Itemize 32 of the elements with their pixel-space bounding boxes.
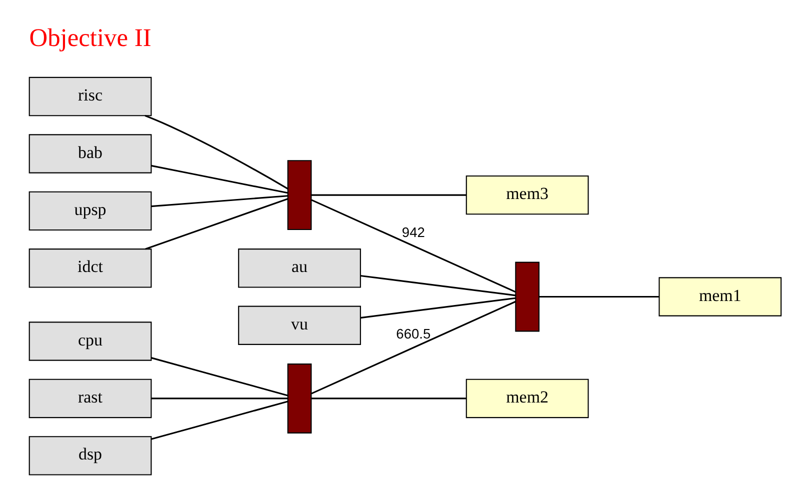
connector bbox=[311, 194, 466, 196]
connector bbox=[539, 295, 659, 298]
connector bbox=[311, 397, 466, 399]
node-box: bab bbox=[28, 134, 152, 173]
node-box: rast bbox=[28, 378, 152, 418]
node-bar bbox=[287, 160, 312, 230]
node-box: risc bbox=[28, 76, 152, 116]
connector bbox=[151, 356, 288, 396]
node-box: upsp bbox=[28, 190, 152, 230]
node-box: dsp bbox=[28, 436, 152, 475]
node-box: idct bbox=[28, 248, 152, 288]
node-box: mem3 bbox=[466, 174, 589, 214]
connector bbox=[151, 400, 288, 440]
connector bbox=[360, 296, 516, 318]
connector bbox=[145, 198, 288, 250]
connector bbox=[311, 300, 516, 394]
node-box: vu bbox=[238, 305, 361, 344]
connector bbox=[151, 397, 288, 399]
label: Objective II bbox=[29, 23, 152, 52]
node-box: cpu bbox=[28, 321, 152, 360]
node-bar bbox=[515, 261, 540, 332]
node-box: au bbox=[238, 248, 361, 288]
connector bbox=[151, 164, 288, 194]
edge-label: 660.5 bbox=[396, 326, 431, 342]
connector bbox=[144, 114, 288, 189]
node-bar bbox=[287, 363, 312, 433]
node-box: mem2 bbox=[466, 378, 589, 418]
edge-label: 942 bbox=[402, 224, 425, 240]
connector bbox=[311, 198, 516, 292]
connector bbox=[360, 274, 516, 296]
connector bbox=[151, 194, 288, 207]
node-box: mem1 bbox=[658, 276, 782, 316]
